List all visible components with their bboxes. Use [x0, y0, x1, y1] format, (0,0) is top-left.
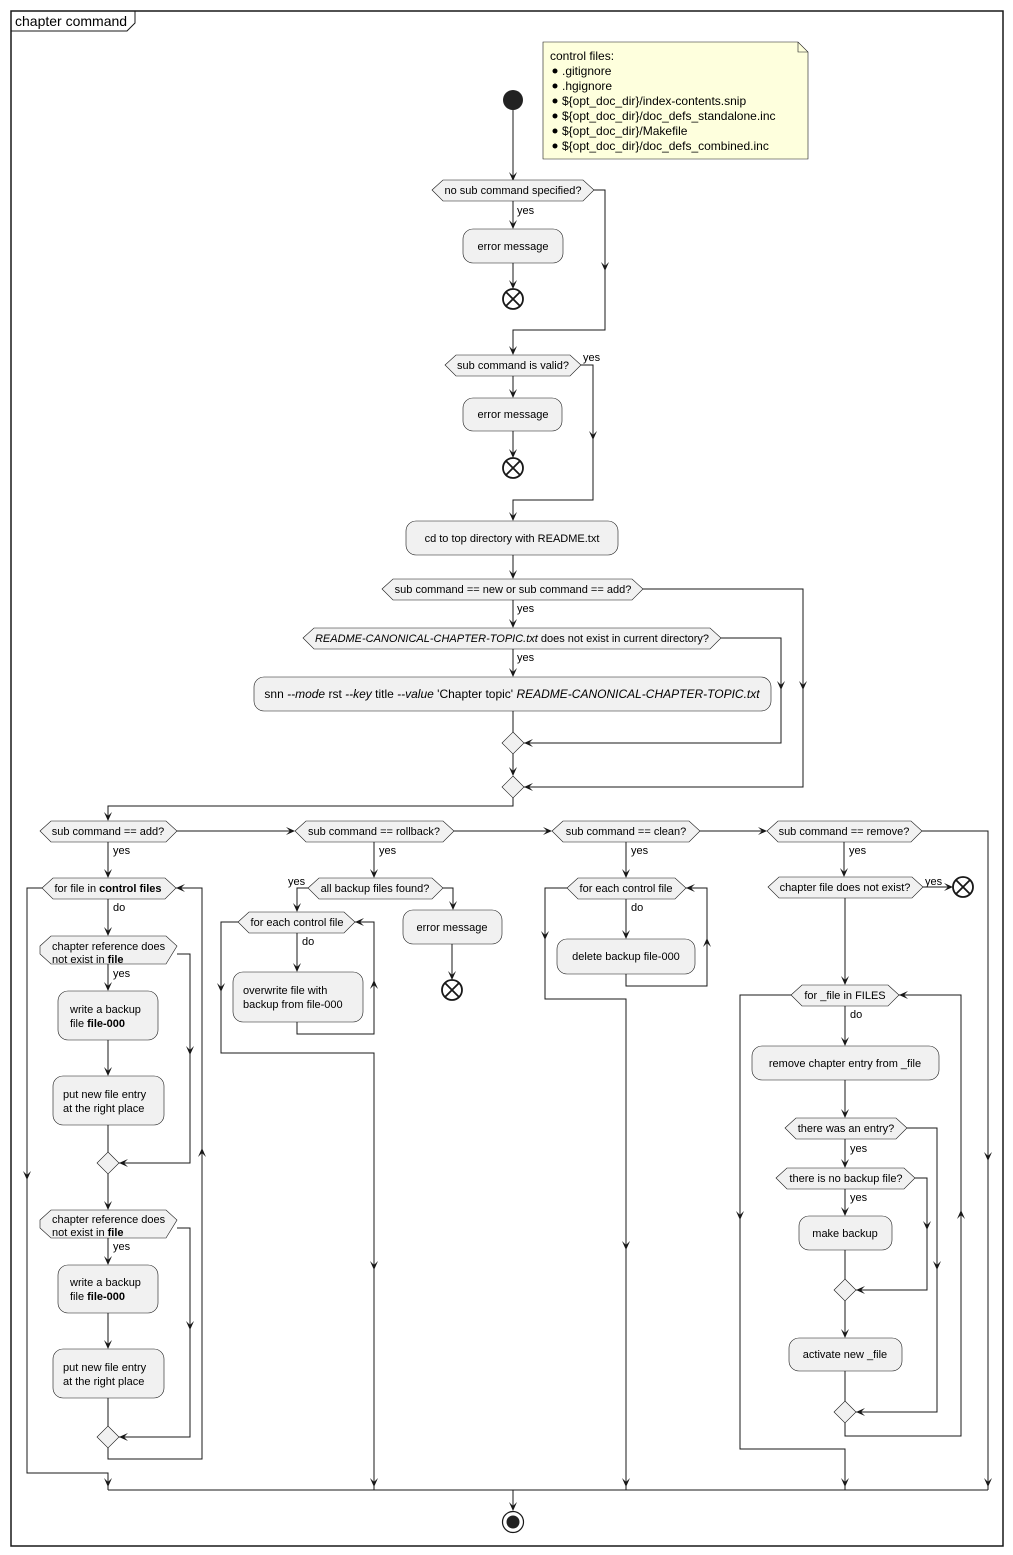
yes-label: yes [583, 352, 601, 364]
action-label: write a backup [69, 1004, 141, 1016]
decision-label: README-CANONICAL-CHAPTER-TOPIC.txt does … [315, 633, 709, 645]
bullet-icon [552, 98, 558, 104]
yes-label: yes [517, 652, 535, 664]
add-branch: yes for file in control files do chapter… [23, 842, 206, 1490]
merge-node [96, 1425, 120, 1449]
action-label: remove chapter entry from _file [769, 1058, 921, 1070]
decision-chapter-ref-missing [39, 935, 178, 965]
start-node [503, 90, 523, 110]
yes-label: yes [850, 1143, 868, 1155]
remove-branch: yes chapter file does not exist? yes for… [736, 842, 974, 1490]
yes-label: yes [113, 845, 131, 857]
action-label: write a backup [69, 1277, 141, 1289]
flow-end-icon [441, 979, 463, 1001]
bullet-icon [552, 68, 558, 74]
stop-node [501, 1510, 525, 1534]
note-item: ${opt_doc_dir}/index-contents.snip [562, 94, 746, 108]
action-label: snn --mode rst --key title --value 'Chap… [264, 687, 760, 701]
decision-label: chapter reference does [52, 1214, 166, 1226]
decision-label: sub command == rollback? [308, 826, 440, 838]
flow-end-icon [502, 457, 524, 479]
yes-label: yes [517, 603, 535, 615]
yes-label: yes [113, 968, 131, 980]
yes-label: yes [379, 845, 397, 857]
flow-end-icon [952, 876, 974, 898]
bullet-icon [552, 128, 558, 134]
action-cd-top-directory [405, 520, 619, 556]
do-label: do [631, 902, 643, 914]
decision-label: all backup files found? [321, 883, 430, 895]
merge-node [833, 1400, 857, 1424]
decision-label: sub command == new or sub command == add… [395, 584, 632, 596]
clean-branch: yes for each control file do delete back… [541, 842, 711, 1490]
bullet-icon [552, 83, 558, 89]
action-label: backup from file-000 [243, 999, 343, 1011]
action-label: overwrite file with [243, 985, 327, 997]
decision-label: sub command == clean? [566, 826, 686, 838]
decision-label: no sub command specified? [445, 185, 582, 197]
yes-label: yes [925, 876, 943, 888]
decision-label: chapter file does not exist? [780, 882, 911, 894]
bullet-icon [552, 113, 558, 119]
merge-node [501, 731, 525, 755]
frame-title: chapter command [15, 13, 127, 29]
decision-label: sub command is valid? [457, 360, 569, 372]
action-overwrite-from-backup [232, 971, 364, 1023]
loop-label: for file in control files [55, 883, 162, 895]
action-write-backup [57, 1264, 159, 1314]
action-label: put new file entry [63, 1362, 147, 1374]
yes-label: yes [631, 845, 649, 857]
action-label: error message [478, 409, 549, 421]
decision-label: sub command == remove? [779, 826, 910, 838]
note-item: ${opt_doc_dir}/Makefile [562, 124, 688, 138]
loop-label: for each control file [251, 917, 344, 929]
yes-label: yes [850, 1192, 868, 1204]
decision-label: chapter reference does [52, 941, 166, 953]
decision-label: there was an entry? [798, 1123, 895, 1135]
action-label: make backup [812, 1228, 877, 1240]
decision-chapter-ref-missing [39, 1209, 178, 1239]
decision-label: not exist in file [52, 954, 124, 966]
merge-node [96, 1151, 120, 1175]
action-label: put new file entry [63, 1089, 147, 1101]
note-item: ${opt_doc_dir}/doc_defs_combined.inc [562, 139, 769, 153]
action-label: file file-000 [70, 1018, 125, 1030]
note-item: .gitignore [562, 64, 612, 78]
do-label: do [302, 936, 314, 948]
merge-node [501, 775, 525, 799]
note-heading: control files: [550, 49, 614, 63]
flow-end-icon [502, 288, 524, 310]
frame: chapter command [10, 10, 1004, 1547]
yes-label: yes [849, 845, 867, 857]
loop-label: for _file in FILES [804, 990, 885, 1002]
do-label: do [113, 902, 125, 914]
yes-label: yes [517, 205, 535, 217]
yes-label: yes [288, 876, 306, 888]
action-label: file file-000 [70, 1291, 125, 1303]
merge-node [833, 1278, 857, 1302]
note-item: ${opt_doc_dir}/doc_defs_standalone.inc [562, 109, 776, 123]
action-label: activate new _file [803, 1349, 887, 1361]
decision-label: not exist in file [52, 1227, 124, 1239]
loop-label: for each control file [580, 883, 673, 895]
rollback-branch: yes all backup files found? yes for each… [217, 842, 503, 1490]
do-label: do [850, 1009, 862, 1021]
bullet-icon [552, 143, 558, 149]
control-files-note: control files: .gitignore .hgignore ${op… [542, 41, 809, 160]
action-label: cd to top directory with README.txt [425, 533, 600, 545]
yes-label: yes [113, 1241, 131, 1253]
action-label: at the right place [63, 1103, 144, 1115]
decision-label: there is no backup file? [789, 1173, 902, 1185]
action-label: error message [478, 241, 549, 253]
action-label: at the right place [63, 1376, 144, 1388]
decision-label: sub command == add? [52, 826, 165, 838]
note-item: .hgignore [562, 79, 612, 93]
action-label: delete backup file-000 [572, 951, 680, 963]
action-label: error message [417, 922, 488, 934]
